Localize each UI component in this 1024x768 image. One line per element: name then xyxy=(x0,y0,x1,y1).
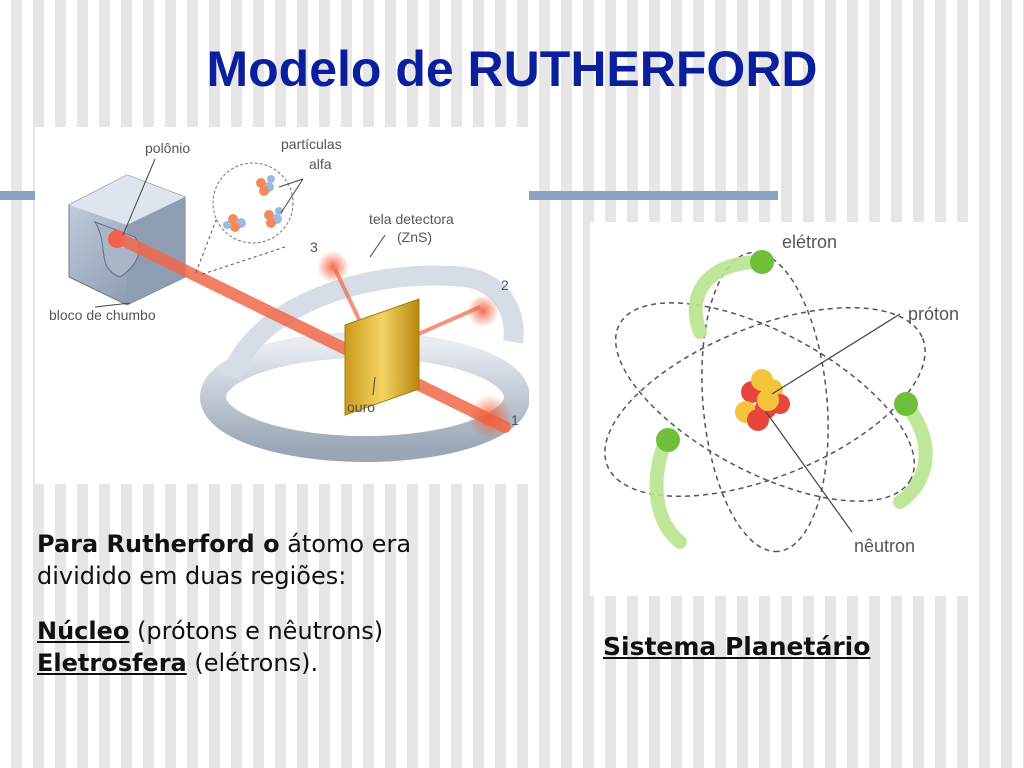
eletrosfera-description: (elétrons). xyxy=(186,649,319,677)
electron-left xyxy=(656,428,680,452)
divider-right xyxy=(528,191,778,200)
impact-3 xyxy=(317,251,349,283)
label-number-2: 2 xyxy=(501,277,509,293)
impact-1 xyxy=(468,395,512,439)
atom-diagram: elétron próton nêutron xyxy=(604,232,959,556)
label-bloco-chumbo: bloco de chumbo xyxy=(49,307,156,323)
page-title: Modelo de RUTHERFORD xyxy=(206,41,818,97)
impact-2 xyxy=(467,295,499,327)
electron-top xyxy=(750,250,774,274)
electron-orbits xyxy=(604,251,926,553)
intro-bold: Para Rutherford o xyxy=(37,530,280,558)
term-eletrosfera: Eletrosfera xyxy=(37,649,187,677)
intro-text: Para Rutherford o átomo era dividido em … xyxy=(37,528,411,592)
label-polonio: polônio xyxy=(145,140,190,156)
label-proton: próton xyxy=(908,304,959,324)
alpha-beam xyxy=(119,235,511,433)
intro-rest: átomo era xyxy=(279,530,412,558)
label-zns: (ZnS) xyxy=(397,229,432,245)
atom-illustration: elétron próton nêutron xyxy=(590,222,978,596)
intro-line2: dividido em duas regiões: xyxy=(37,562,347,590)
gold-foil xyxy=(344,298,420,416)
nucleus xyxy=(735,369,790,431)
regions-text: Núcleo (prótons e nêutrons) Eletrosfera … xyxy=(37,615,383,679)
nucleo-description: (prótons e nêutrons) xyxy=(129,617,384,645)
label-number-3: 3 xyxy=(310,239,318,255)
atom-caption: Sistema Planetário xyxy=(603,632,871,661)
label-neutron: nêutron xyxy=(854,536,915,556)
electron-right xyxy=(894,392,918,416)
divider-left xyxy=(0,191,40,200)
zoom-circle xyxy=(212,162,294,244)
label-ouro: ouro xyxy=(347,399,375,415)
label-particulas: partículas xyxy=(281,136,342,152)
label-alfa: alfa xyxy=(309,156,332,172)
label-tela-detectora: tela detectora xyxy=(369,211,454,227)
experiment-diagram: polônio partículas alfa tela detectora (… xyxy=(49,136,530,462)
experiment-illustration: polônio partículas alfa tela detectora (… xyxy=(35,127,530,484)
label-number-1: 1 xyxy=(511,412,519,428)
label-eletron: elétron xyxy=(782,232,837,252)
term-nucleo: Núcleo xyxy=(37,617,130,645)
electron-trails xyxy=(649,255,933,549)
